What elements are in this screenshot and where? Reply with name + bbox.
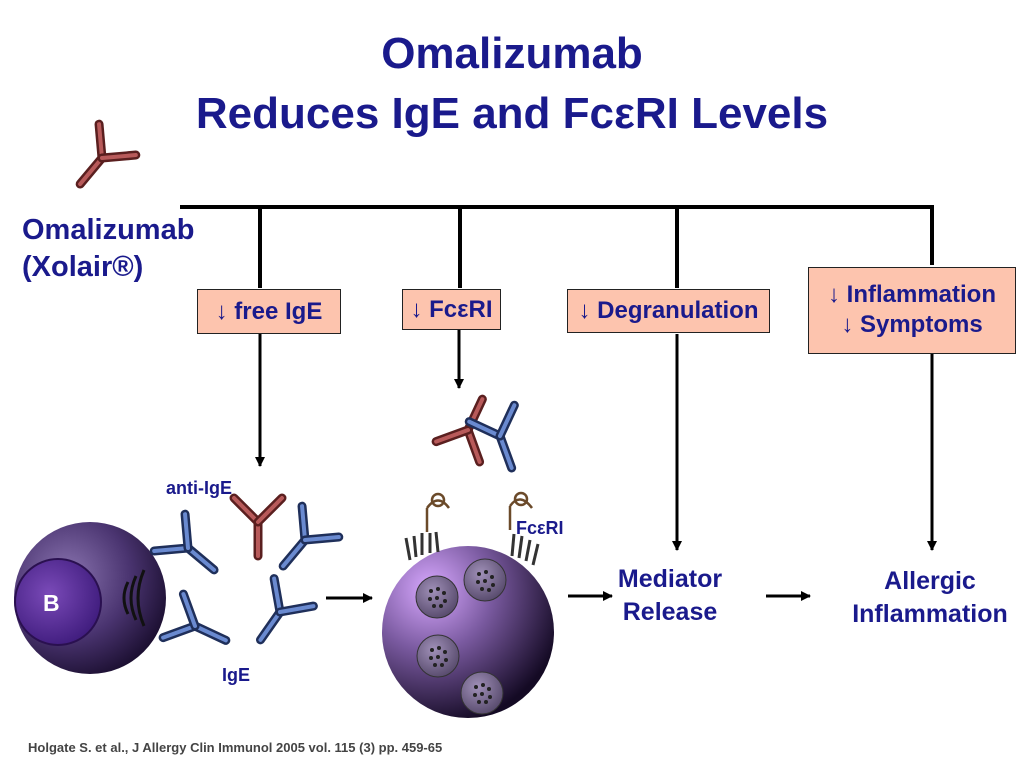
effect-symptoms: ↓ Symptoms: [841, 311, 983, 338]
omalizumab-antibody-icon: [62, 124, 136, 199]
mediator-line-1: Mediator: [617, 565, 723, 593]
allergic-inflammation-label: Allergic Inflammation: [832, 565, 1024, 631]
title-line-1: Omalizumab: [381, 29, 643, 78]
mediator-line-2: Release: [622, 598, 718, 626]
effect-box-fceri: ↓ FcεRI: [402, 289, 501, 330]
allergic-line-2: Inflammation: [852, 600, 1008, 628]
fceri-receptor-label: FcεRI: [516, 518, 564, 538]
ige-antibody-icon: [241, 579, 314, 654]
drug-label: Omalizumab (Xolair®): [22, 212, 194, 286]
ige-antibody-icon: [154, 514, 229, 588]
mast-cell-icon: [382, 491, 554, 718]
b-cell-icon: [14, 522, 166, 674]
citation: Holgate S. et al., J Allergy Clin Immuno…: [28, 740, 443, 755]
anti-ige-antibody-icon: [234, 498, 282, 556]
mediator-release-label: Mediator Release: [590, 563, 750, 629]
flow-arrows: [326, 591, 811, 603]
ige-antibody-icon: [163, 594, 236, 662]
effect-box-degranulation: ↓ Degranulation: [567, 289, 770, 333]
drug-brand: (Xolair®): [22, 251, 144, 283]
effect-arrows: [255, 330, 937, 551]
b-cell-label: B: [43, 590, 60, 616]
effect-inflammation: ↓ Inflammation: [827, 281, 996, 308]
ige-antibody-icon: [265, 506, 339, 581]
ige-label: IgE: [222, 665, 251, 685]
anti-ige-label: anti-IgE: [166, 478, 232, 498]
fceri-receptor-icon: [425, 491, 533, 532]
allergic-line-1: Allergic: [884, 567, 976, 595]
drug-name: Omalizumab: [22, 214, 195, 246]
connector-lines: [180, 205, 934, 288]
effect-box-inflammation-symptoms: ↓ Inflammation ↓ Symptoms: [808, 267, 1016, 354]
title-line-2: Reduces IgE and FcεRI Levels: [195, 89, 829, 138]
effect-box-free-ige: ↓ free IgE: [197, 289, 341, 334]
